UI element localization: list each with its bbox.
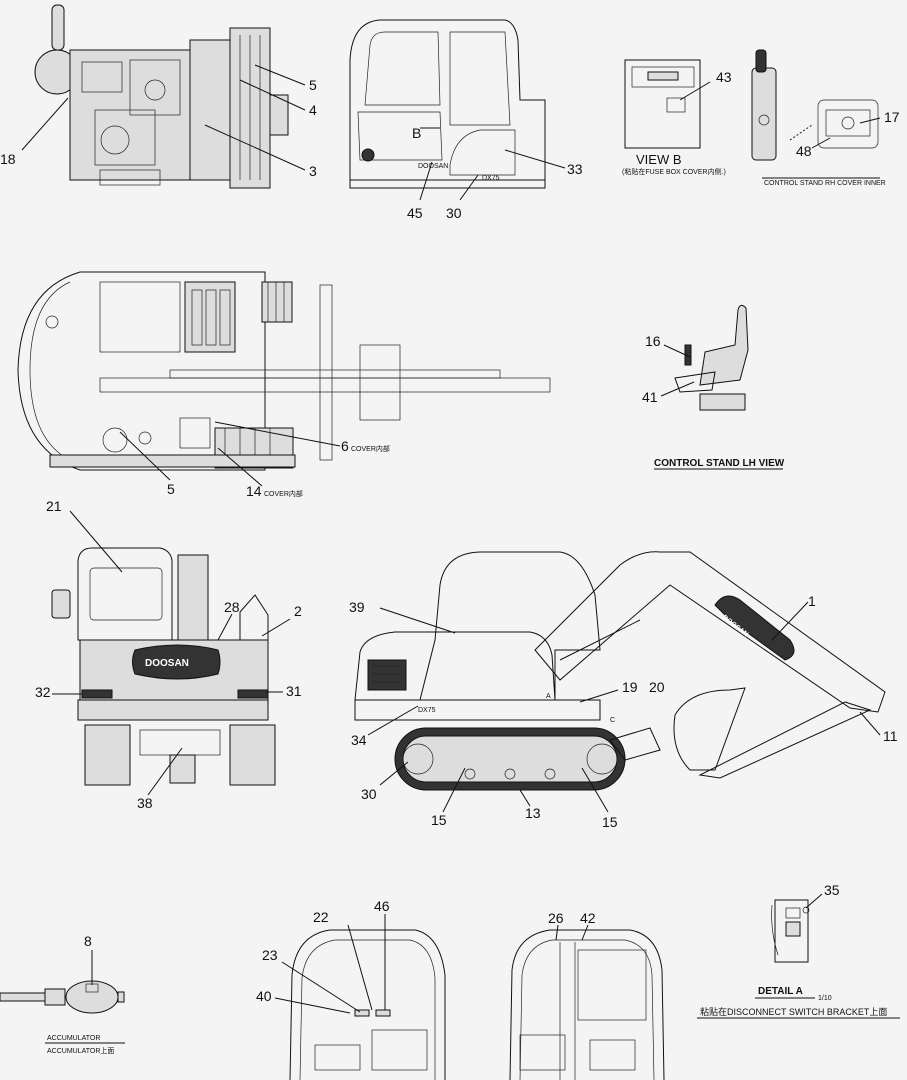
callout-15-right: 15 bbox=[602, 814, 618, 830]
view-b-fusebox bbox=[624, 59, 711, 149]
callout-8: 8 bbox=[84, 933, 92, 949]
control-stand-rh bbox=[751, 49, 881, 161]
caption-cover-inner-14: COVER内部 bbox=[264, 489, 303, 498]
callout-21: 21 bbox=[46, 498, 62, 514]
callout-40: 40 bbox=[256, 988, 272, 1004]
callout-19: 19 bbox=[622, 679, 638, 695]
callout-3: 3 bbox=[309, 163, 317, 179]
view-b-title: VIEW B bbox=[636, 152, 682, 167]
callout-23: 23 bbox=[262, 947, 278, 963]
callout-35: 35 bbox=[824, 882, 840, 898]
detail-a-note: 粘贴在DISCONNECT SWITCH BRACKET上面 bbox=[700, 1006, 887, 1017]
callout-38: 38 bbox=[137, 795, 153, 811]
callout-45: 45 bbox=[407, 205, 423, 221]
callout-22: 22 bbox=[313, 909, 329, 925]
detail-a-scale: 1/10 bbox=[818, 995, 832, 1002]
callout-33: 33 bbox=[567, 161, 583, 177]
callout-5: 5 bbox=[309, 77, 317, 93]
callout-30-side: 30 bbox=[361, 786, 377, 802]
rear-view: DOOSAN bbox=[51, 510, 291, 796]
callout-20: 20 bbox=[649, 679, 665, 695]
cab-model-badge: DX75 bbox=[482, 175, 500, 182]
callout-41: 41 bbox=[642, 389, 658, 405]
callout-43: 43 bbox=[716, 69, 732, 85]
control-rh-caption: CONTROL STAND RH COVER INNER bbox=[764, 180, 886, 187]
callout-17: 17 bbox=[884, 109, 900, 125]
cab-side-view: DOOSAN DX75 bbox=[349, 19, 566, 201]
callout-4: 4 bbox=[309, 102, 317, 118]
detail-a-title: DETAIL A bbox=[758, 986, 803, 997]
accumulator-caption: ACCUMULATOR bbox=[47, 1035, 100, 1042]
callout-5-top: 5 bbox=[167, 481, 175, 497]
callout-42: 42 bbox=[580, 910, 596, 926]
callout-16: 16 bbox=[645, 333, 661, 349]
callout-6: 6 bbox=[341, 438, 349, 454]
accumulator-note: ACCUMULATOR上面 bbox=[47, 1046, 114, 1055]
callout-28: 28 bbox=[224, 599, 240, 615]
cab-interior-left bbox=[274, 914, 446, 1080]
callout-31: 31 bbox=[286, 683, 302, 699]
top-view bbox=[17, 271, 551, 487]
callout-46: 46 bbox=[374, 898, 390, 914]
callout-1: 1 bbox=[808, 593, 816, 609]
cab-logo: DOOSAN bbox=[418, 163, 448, 170]
marker-a: A bbox=[546, 693, 551, 700]
caption-cover-inner-6: COVER内部 bbox=[351, 444, 390, 453]
callout-15-left: 15 bbox=[431, 812, 447, 828]
callout-48: 48 bbox=[796, 143, 812, 159]
callout-39: 39 bbox=[349, 599, 365, 615]
callout-2: 2 bbox=[294, 603, 302, 619]
control-stand-lh bbox=[660, 304, 749, 411]
engine-view bbox=[21, 4, 306, 189]
view-b-note: (粘贴在FUSE BOX COVER内侧.) bbox=[622, 167, 726, 176]
detail-a bbox=[771, 893, 823, 963]
callout-30-cab: 30 bbox=[446, 205, 462, 221]
callout-18: 18 bbox=[0, 151, 16, 167]
callout-11: 11 bbox=[883, 728, 898, 744]
callout-14: 14 bbox=[246, 483, 262, 499]
cab-interior-right bbox=[509, 924, 665, 1080]
rear-logo: DOOSAN bbox=[145, 658, 189, 669]
callout-32: 32 bbox=[35, 684, 51, 700]
callout-34: 34 bbox=[351, 732, 367, 748]
side-model-badge: DX75 bbox=[418, 707, 436, 714]
marker-c: C bbox=[610, 717, 615, 724]
marker-b: B bbox=[412, 125, 421, 141]
control-lh-caption: CONTROL STAND LH VIEW bbox=[654, 458, 785, 469]
callout-13: 13 bbox=[525, 805, 541, 821]
accumulator bbox=[0, 950, 125, 1014]
callout-26: 26 bbox=[548, 910, 564, 926]
excavator-side-view: DX75 DOOSAN bbox=[354, 551, 886, 813]
